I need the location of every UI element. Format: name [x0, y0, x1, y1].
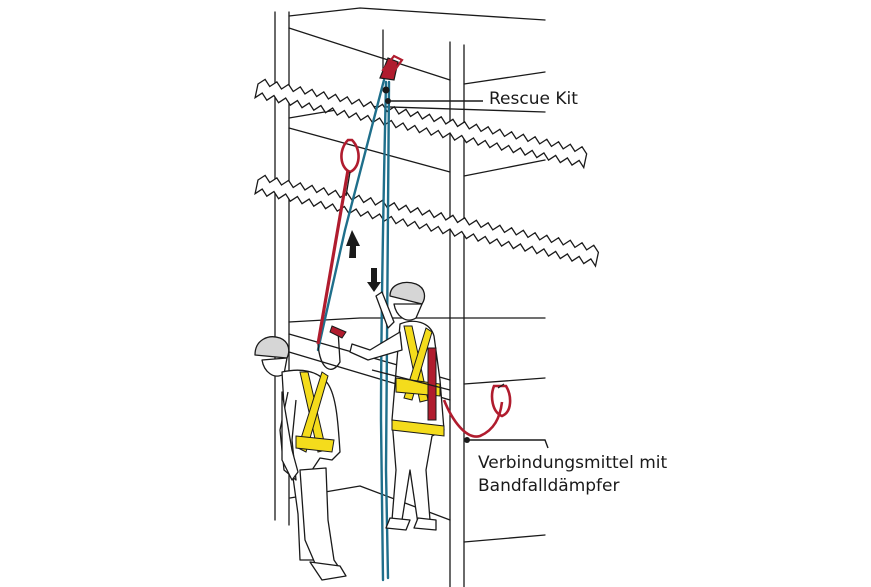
lanyard-leader-dot [464, 437, 470, 443]
lanyard-label: Verbindungsmittel mit Bandfalldämpfer [478, 452, 667, 498]
suspended-worker [254, 336, 347, 581]
guard-rail [371, 369, 451, 391]
lanyard-label-line1: Verbindungsmittel mit [478, 453, 668, 473]
lanyard-label-line2: Bandfalldämpfer [478, 476, 620, 496]
rescue-kit-leader-dot [385, 98, 391, 104]
lanyard-leader [467, 439, 549, 449]
rescue-rope [316, 78, 391, 582]
lanyard-loop [317, 329, 341, 370]
break-marks [254, 78, 600, 268]
arrow-down [367, 268, 381, 292]
rescue-kit-label: Rescue Kit [489, 89, 578, 109]
arrow-up [346, 230, 360, 258]
energy-absorber-lanyard [442, 383, 512, 438]
scaffold-top-ledger [288, 7, 546, 85]
suspended-worker-harness [295, 371, 335, 453]
red-lanyard-upper [316, 138, 360, 345]
carabiner-red [329, 325, 347, 339]
rescue-kit-device [379, 54, 404, 94]
